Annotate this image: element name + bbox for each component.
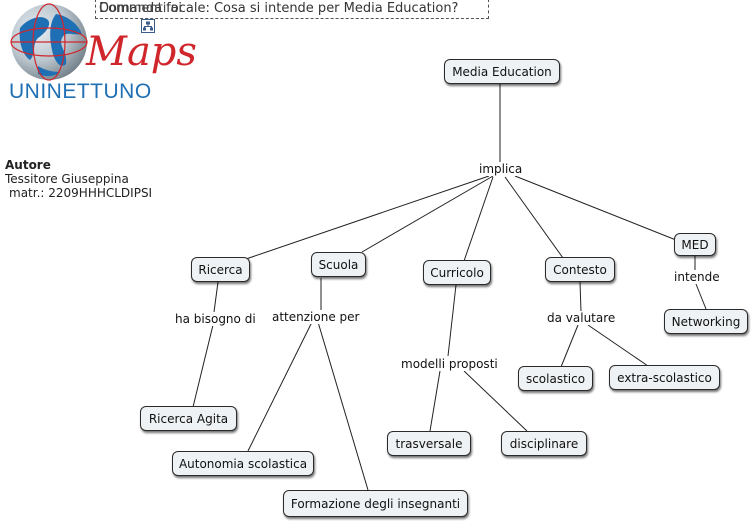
author-block: Autore Tessitore Giuseppina matr.: 2209H… [5, 158, 152, 200]
globe-logo-icon [10, 3, 88, 81]
concept-curricolo[interactable]: Curricolo [423, 260, 491, 285]
concept-trasversale[interactable]: trasversale [387, 431, 471, 456]
concept-ricerca[interactable]: Ricerca [191, 257, 250, 282]
concept-autonomia-scolastica[interactable]: Autonomia scolastica [172, 451, 314, 476]
author-heading: Autore [5, 158, 51, 172]
link-intende[interactable]: intende [672, 270, 722, 284]
logo-maps-text: Maps [86, 29, 197, 75]
focus-question-box[interactable]: Domanda focale: Cosa si intende per Medi… [95, 0, 489, 19]
link-modelli-proposti[interactable]: modelli proposti [399, 357, 500, 371]
concept-contesto[interactable]: Contesto [545, 257, 615, 282]
link-da-valutare[interactable]: da valutare [545, 311, 618, 325]
concept-scuola[interactable]: Scuola [311, 252, 366, 277]
concept-formazione-insegnanti[interactable]: Formazione degli insegnanti [283, 490, 468, 517]
concept-networking[interactable]: Networking [664, 309, 748, 334]
concept-med[interactable]: MED [674, 233, 716, 256]
author-matr: matr.: 2209HHHCLDIPSI [9, 186, 153, 200]
link-attenzione-per[interactable]: attenzione per [270, 310, 362, 324]
author-name: Tessitore Giuseppina [5, 172, 129, 186]
focus-question-text: Domanda focale: Cosa si intende per Medi… [99, 1, 459, 16]
concept-scolastico[interactable]: scolastico [518, 366, 593, 391]
logo-uninettuno-text: UNINETTUNO [9, 80, 152, 103]
link-ha-bisogno-di[interactable]: ha bisogno di [173, 312, 258, 326]
map-toolbar-icon[interactable] [141, 19, 155, 33]
link-implica[interactable]: implica [477, 162, 525, 176]
concept-extra-scolastico[interactable]: extra-scolastico [609, 365, 720, 390]
concept-ricerca-agita[interactable]: Ricerca Agita [140, 406, 237, 431]
concept-media-education[interactable]: Media Education [444, 59, 560, 84]
comments-overlay-text: Commenti ai [99, 1, 183, 16]
concept-disciplinare[interactable]: disciplinare [501, 431, 587, 456]
